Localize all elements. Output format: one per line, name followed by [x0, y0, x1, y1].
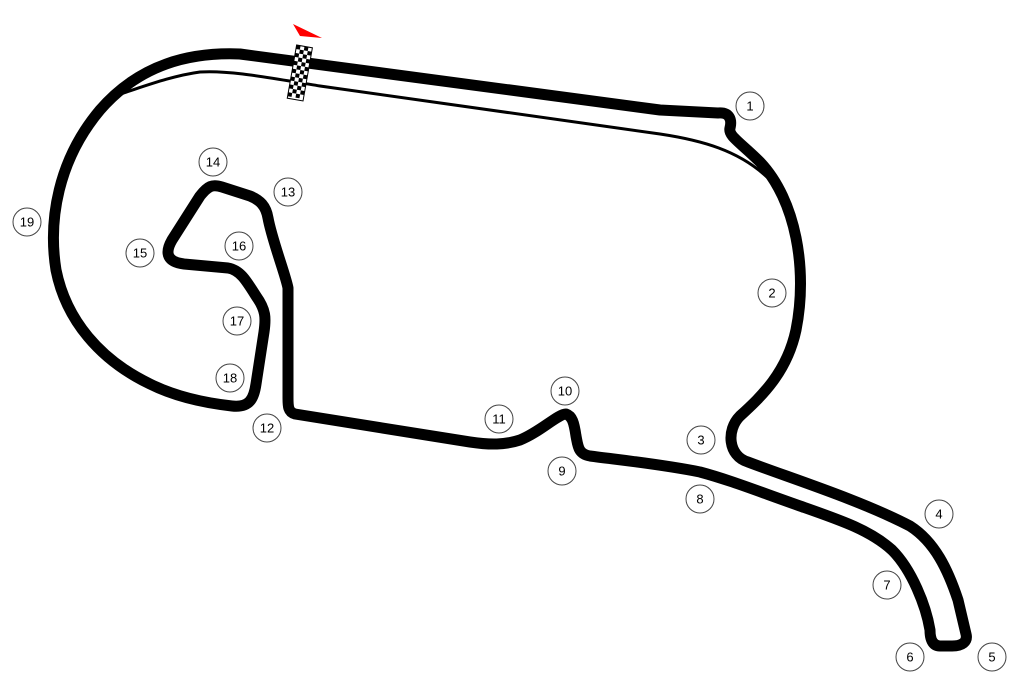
corner-number: 10 [558, 384, 572, 399]
corner-number: 9 [558, 464, 565, 479]
corner-marker: 4 [924, 499, 954, 529]
corner-marker: 14 [198, 147, 228, 177]
oval-link-path [112, 70, 772, 182]
corner-marker: 13 [273, 177, 303, 207]
corner-marker: 1 [735, 91, 765, 121]
corner-number: 7 [883, 578, 890, 593]
corner-number: 1 [746, 99, 753, 114]
checkered-flag-icon [286, 44, 313, 102]
corner-marker: 15 [125, 238, 155, 268]
corner-number: 3 [697, 433, 704, 448]
corner-marker: 18 [215, 363, 245, 393]
corner-number: 6 [906, 650, 913, 665]
corner-number: 12 [260, 421, 274, 436]
corner-marker: 3 [686, 425, 716, 455]
corner-number: 2 [768, 286, 775, 301]
direction-arrow-icon [293, 24, 322, 38]
main-circuit-path [47, 48, 972, 652]
corner-number: 19 [20, 215, 34, 230]
corner-marker: 2 [757, 278, 787, 308]
corner-marker: 5 [977, 642, 1007, 672]
corner-number: 14 [206, 155, 220, 170]
corner-marker: 9 [547, 456, 577, 486]
corner-marker: 12 [252, 413, 282, 443]
corner-marker: 10 [550, 376, 580, 406]
corner-marker: 16 [224, 231, 254, 261]
corner-marker: 7 [872, 570, 902, 600]
corner-marker: 8 [685, 484, 715, 514]
corner-number: 13 [281, 185, 295, 200]
corner-number: 4 [935, 507, 942, 522]
corner-number: 11 [492, 412, 506, 427]
corner-marker: 17 [222, 306, 252, 336]
corner-number: 16 [232, 239, 246, 254]
corner-number: 15 [133, 246, 147, 261]
corner-number: 17 [230, 314, 244, 329]
corner-marker: 19 [12, 207, 42, 237]
corner-number: 18 [223, 371, 237, 386]
corner-marker: 11 [484, 404, 514, 434]
corner-number: 8 [696, 492, 703, 507]
corner-number: 5 [988, 650, 995, 665]
corner-marker: 6 [895, 642, 925, 672]
